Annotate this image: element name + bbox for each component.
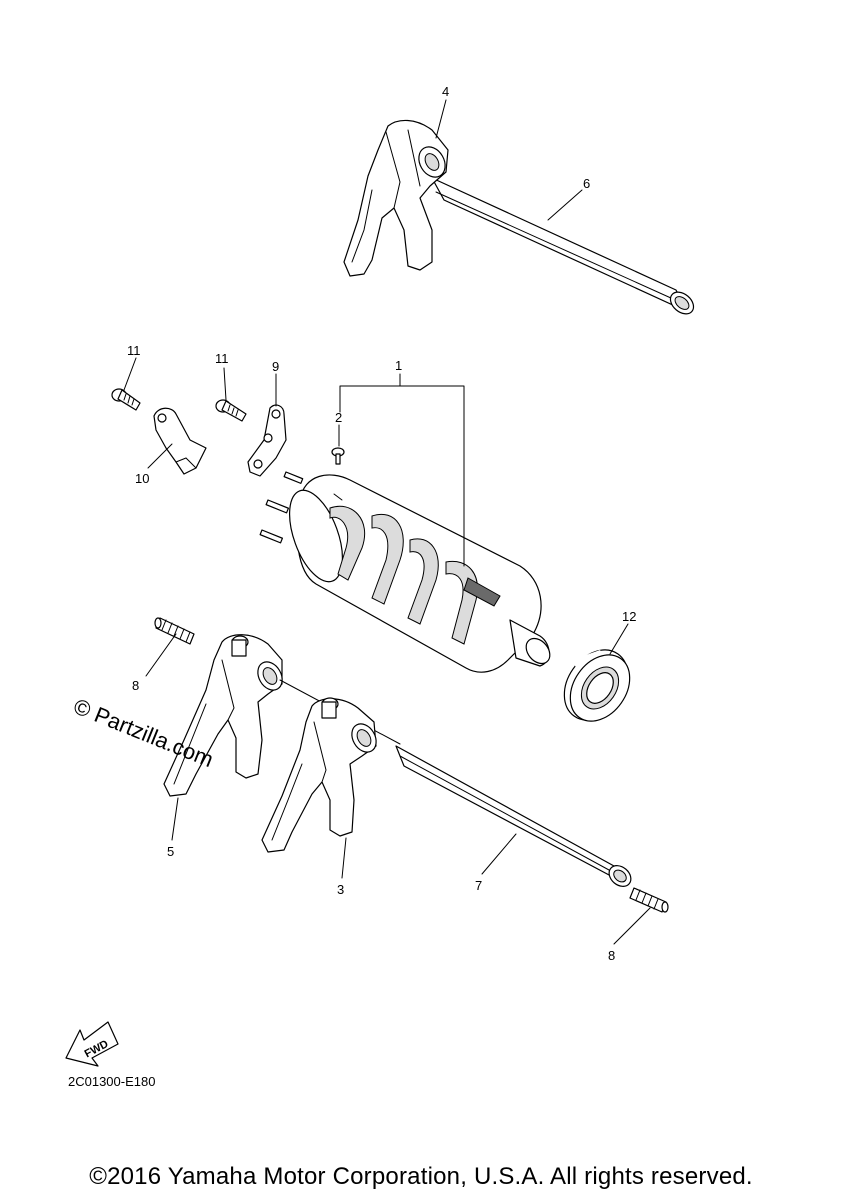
callout-10: 10	[135, 471, 149, 486]
callout-2: 2	[335, 410, 342, 425]
callout-12: 12	[622, 609, 636, 624]
callout-labels: 4 6 1 2 11 11 9 10 12 8 5 3 7 8	[127, 84, 636, 963]
callout-7: 7	[475, 878, 482, 893]
part-1-shift-drum	[259, 471, 551, 673]
part-8-spring-right	[629, 887, 669, 913]
part-10-stopper-lever	[153, 407, 207, 475]
diagram-code: 2C01300-E180	[68, 1074, 155, 1089]
callout-3: 3	[337, 882, 344, 897]
part-6-fork-shaft-upper	[431, 177, 695, 315]
part-7-fork-shaft-lower	[395, 745, 632, 887]
part-4-shift-fork-upper	[343, 119, 449, 277]
leader-lines	[123, 99, 651, 945]
callout-9: 9	[272, 359, 279, 374]
copyright-footer: ©2016 Yamaha Motor Corporation, U.S.A. A…	[89, 1163, 753, 1190]
part-11-bolt-left	[111, 388, 141, 411]
part-11-bolt-middle	[215, 399, 247, 422]
part-5-shift-fork-left	[163, 634, 401, 797]
fwd-arrow-icon: FWD	[65, 1021, 119, 1067]
callout-8-right: 8	[608, 948, 615, 963]
part-9-segment-plate	[247, 404, 287, 477]
callout-8-left: 8	[132, 678, 139, 693]
callout-6: 6	[583, 176, 590, 191]
callout-11-left: 11	[127, 343, 141, 358]
callout-4: 4	[442, 84, 449, 99]
part-8-spring-left	[154, 617, 195, 645]
callout-5: 5	[167, 844, 174, 859]
part-12-bearing	[563, 649, 631, 722]
callout-1: 1	[395, 358, 402, 373]
part-3-shift-fork-right	[261, 697, 377, 853]
part-2-pin	[331, 447, 345, 465]
callout-11-middle: 11	[215, 351, 229, 366]
